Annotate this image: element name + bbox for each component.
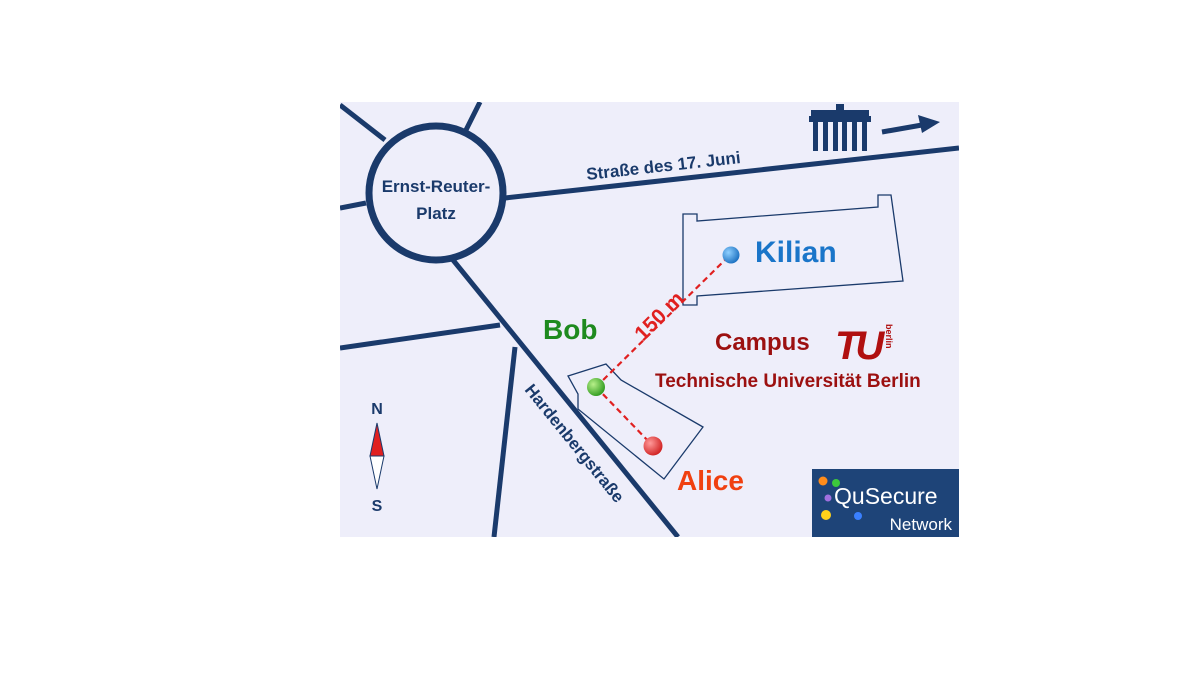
svg-text:TU: TU (835, 324, 885, 368)
building-bob-alice (567, 363, 704, 480)
logo-dot-yellow (821, 510, 831, 520)
svg-text:berlin: berlin (884, 324, 894, 349)
road-southwest (340, 322, 501, 351)
logo-brand-line2: Network (890, 515, 953, 534)
road-northwest (340, 103, 387, 142)
node-kilian-dot[interactable] (722, 246, 740, 264)
link-bob-alice (595, 386, 654, 447)
logo-dot-blue (854, 512, 862, 520)
node-kilian-label: Kilian (755, 236, 837, 269)
road-strasse-des-17-juni (504, 145, 959, 201)
road-west (340, 200, 367, 211)
node-alice-label: Alice (677, 465, 744, 496)
logo-dot-green (832, 479, 840, 487)
brandenburg-gate-icon (809, 104, 871, 151)
roundabout-label-line2: Platz (416, 204, 456, 223)
road-south (491, 346, 518, 537)
link-bob-kilian (595, 255, 730, 388)
node-bob-label: Bob (543, 314, 597, 345)
roundabout-label-line1: Ernst-Reuter- (382, 177, 491, 196)
logo-dot-purple (824, 494, 832, 502)
compass-north-label: N (371, 401, 383, 418)
arrow-right-icon (881, 115, 940, 135)
road-north (463, 102, 483, 132)
campus-university: Technische Universität Berlin (655, 371, 921, 392)
qusecure-network-logo: QuSecure Network (812, 469, 959, 537)
logo-brand-line1: QuSecure (834, 483, 938, 509)
compass-icon (369, 422, 385, 490)
node-bob-dot[interactable] (587, 378, 605, 396)
compass-south-label: S (372, 498, 383, 515)
logo-dot-orange (818, 476, 828, 486)
node-alice-dot[interactable] (643, 436, 663, 456)
building-kilian (682, 194, 904, 306)
road-hardenbergstrasse (451, 258, 680, 537)
campus-title: Campus (715, 329, 810, 356)
roundabout-ernst-reuter-platz (365, 122, 507, 264)
